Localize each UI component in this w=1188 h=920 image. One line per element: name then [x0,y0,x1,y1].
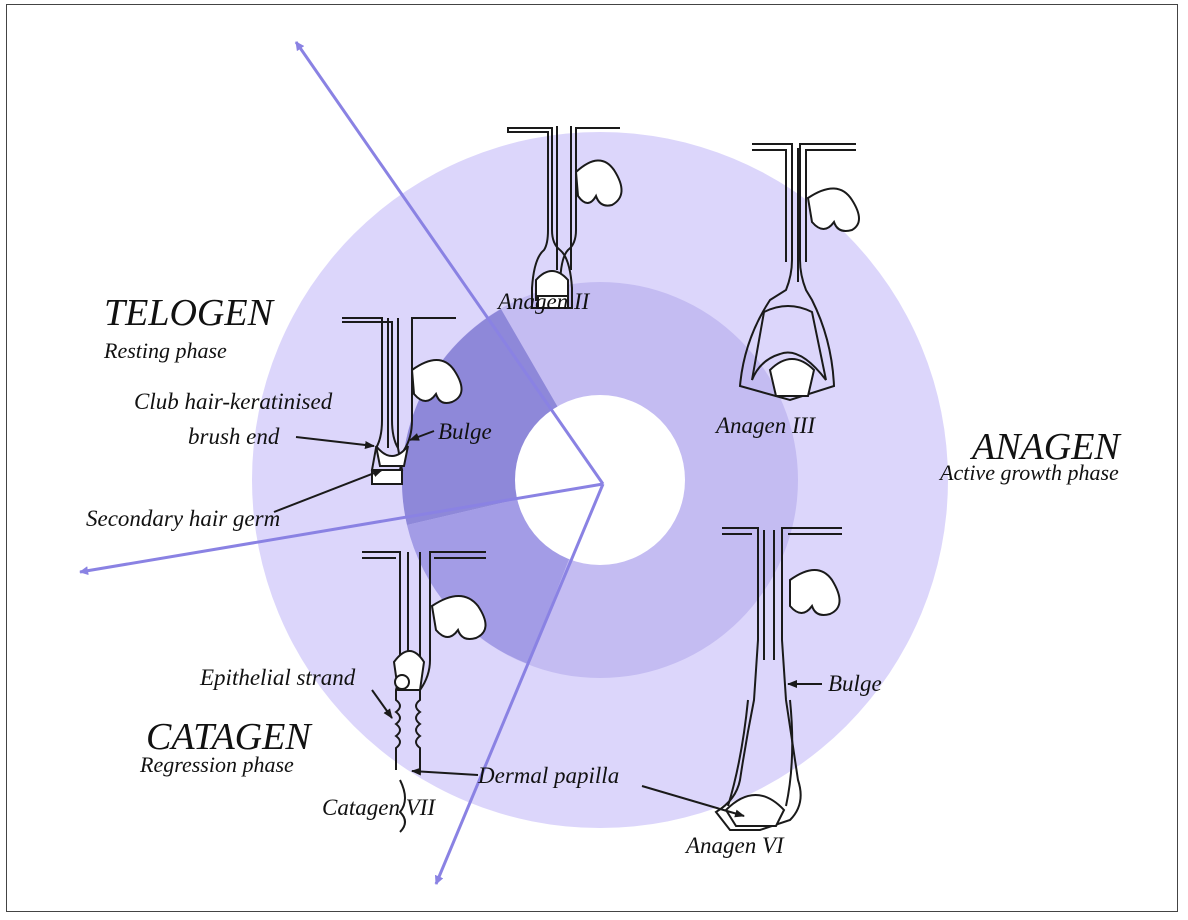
anagen-iii-label: Anagen III [716,414,815,437]
secondary-germ-label: Secondary hair germ [86,507,280,530]
dermal-papilla-label: Dermal papilla [478,764,619,787]
catagen-title: CATAGEN [146,718,311,756]
catagen-desc: Regression phase [140,754,294,776]
epithelial-strand-label: Epithelial strand [200,666,355,689]
catagen-vii-label: Catagen VII [322,796,435,819]
telogen-title: TELOGEN [104,294,273,332]
anagen-desc: Active growth phase [940,462,1119,484]
bulge-anagen-label: Bulge [828,672,882,695]
telogen-desc: Resting phase [104,340,227,362]
anagen-ii-label: Anagen II [498,290,589,313]
anagen-vi-label: Anagen VI [686,834,784,857]
bulge-telogen-label: Bulge [438,420,492,443]
club-hair-label-line1: Club hair-keratinised [134,390,332,413]
club-hair-label-line2: brush end [188,425,279,448]
